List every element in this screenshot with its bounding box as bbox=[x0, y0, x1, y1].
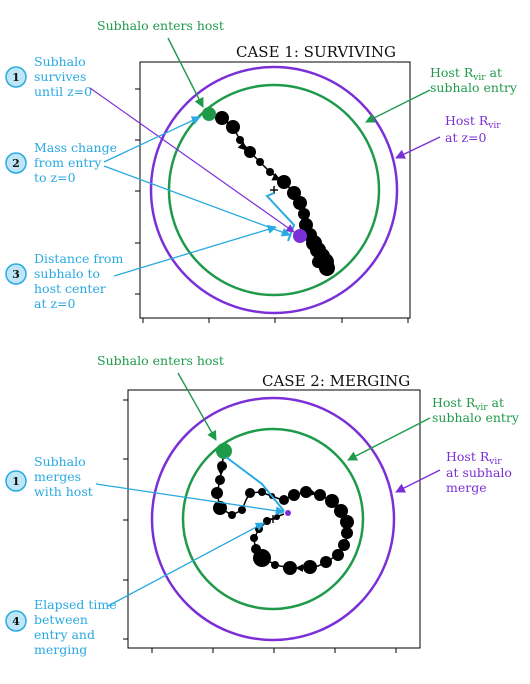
case1-title: CASE 1: SURVIVING bbox=[236, 43, 396, 61]
case1-distance-bracket bbox=[265, 192, 296, 242]
svg-text:1: 1 bbox=[12, 71, 20, 84]
number-badge bbox=[5, 152, 27, 174]
case2-panel: CASE 2: MERGING bbox=[5, 353, 520, 657]
svg-text:Distance from subhalo: Distance from subhalo to host center at … bbox=[34, 251, 127, 311]
number-badge bbox=[5, 470, 27, 492]
svg-text:2: 2 bbox=[12, 157, 20, 170]
case1-entry-point bbox=[202, 107, 216, 121]
case1-annotation-3: 3 Distance from subhalo to host center a… bbox=[5, 251, 127, 311]
case2-host-entry-label: Host Rvir at subhalo entry bbox=[432, 395, 520, 425]
svg-text:3: 3 bbox=[12, 268, 20, 281]
case1-host-entry-pointer bbox=[365, 89, 431, 123]
case1-annotation-1-pointer bbox=[89, 87, 295, 233]
case2-annotation-4-pointer bbox=[107, 522, 265, 607]
case2-host-rvir-entry-circle bbox=[181, 427, 365, 611]
case2-elapsed-time-bracket bbox=[225, 456, 285, 512]
case2-annotation-4: 4 Elapsed time between entry and merging bbox=[5, 597, 121, 657]
number-badge bbox=[5, 263, 27, 285]
case2-host-rvir-final-circle bbox=[150, 396, 396, 642]
svg-text:Mass change from entry: Mass change from entry to z=0 bbox=[34, 140, 121, 185]
case1-panel: CASE 1: SURVIVING bbox=[5, 18, 518, 323]
svg-text:Elapsed time between: Elapsed time between entry and merging bbox=[34, 597, 121, 657]
case2-title: CASE 2: MERGING bbox=[262, 372, 410, 390]
case1-annotation-3-pointer bbox=[113, 225, 277, 277]
case1-annotation-1: 1 Subhalo survives until z=0 bbox=[5, 54, 92, 99]
case1-entry-label: Subhalo enters host bbox=[97, 18, 224, 33]
case2-merge-point bbox=[285, 510, 291, 516]
svg-text:1: 1 bbox=[12, 475, 20, 488]
case1-annotation-2-pointer-final bbox=[103, 165, 291, 237]
case2-entry-label: Subhalo enters host bbox=[97, 353, 224, 368]
number-badge bbox=[5, 610, 27, 632]
case2-annotation-1: 1 Subhalo merges with host bbox=[5, 454, 93, 499]
case2-annotation-1-pointer bbox=[95, 483, 285, 516]
case2-host-final-label: Host Rvir at subhalo merge bbox=[446, 449, 516, 495]
case1-entry-pointer bbox=[167, 37, 204, 108]
case1-host-final-pointer bbox=[395, 136, 441, 159]
case2-entry-point bbox=[216, 443, 232, 459]
case1-host-final-label: Host Rvir at z=0 bbox=[445, 113, 505, 145]
svg-text:Subhalo merges: Subhalo merges with host bbox=[34, 454, 93, 499]
case1-host-entry-label: Host Rvir at subhalo entry bbox=[430, 65, 518, 95]
case1-axes-frame bbox=[135, 61, 411, 323]
case1-annotation-2-pointer-entry bbox=[103, 116, 201, 163]
case1-final-point bbox=[293, 229, 307, 243]
svg-text:4: 4 bbox=[12, 615, 20, 628]
case2-axes-frame bbox=[123, 389, 421, 653]
svg-text:Subhalo survives: Subhalo survives until z=0 bbox=[34, 54, 92, 99]
case1-host-center-marker bbox=[270, 186, 278, 194]
case2-host-center-marker bbox=[269, 515, 277, 523]
case2-subhalo-track bbox=[211, 450, 354, 575]
number-badge bbox=[5, 66, 27, 88]
case2-host-final-pointer bbox=[395, 469, 441, 493]
case1-subhalo-track bbox=[208, 111, 335, 276]
case1-host-rvir-final-circle bbox=[149, 65, 399, 315]
case2-entry-pointer bbox=[177, 372, 217, 441]
case1-annotation-2: 2 Mass change from entry to z=0 bbox=[5, 140, 121, 185]
case2-host-entry-pointer bbox=[347, 417, 431, 461]
